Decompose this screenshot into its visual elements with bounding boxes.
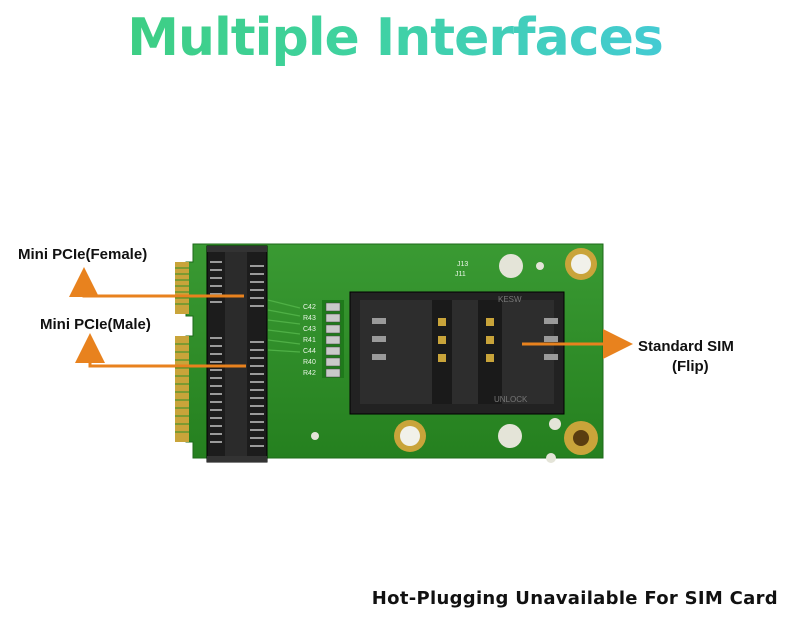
label-mini-pcie-male: Mini PCIe(Male) [40, 316, 151, 333]
ref-designator-j11: J11 [455, 271, 466, 278]
label-mini-pcie-female: Mini PCIe(Female) [18, 246, 148, 263]
footer-note: Hot-Plugging Unavailable For SIM Card [371, 588, 778, 609]
mini-pcie-female-connector [206, 245, 268, 463]
mounting-holes [311, 248, 598, 463]
sim-slot-marking-bottom: UNLOCK [494, 395, 528, 404]
component-label: R41 [303, 337, 316, 344]
sim-card-slot: KESW UNLOCK [349, 291, 565, 415]
component-label: C42 [303, 304, 316, 311]
pcb-traces [267, 299, 301, 353]
label-standard-sim: Standard SIM [638, 338, 734, 355]
component-label: C43 [303, 326, 316, 333]
arrow-to-female-label [69, 267, 244, 298]
page-title: Multiple Interfaces [0, 8, 790, 68]
component-label: R43 [303, 315, 316, 322]
component-label: R40 [303, 359, 316, 366]
ref-designator-j13: J13 [457, 261, 468, 268]
component-label: R42 [303, 370, 316, 377]
label-standard-sim-flip: (Flip) [672, 358, 709, 375]
passive-components [322, 300, 344, 378]
callout-arrows [69, 267, 633, 368]
component-label: C44 [303, 348, 316, 355]
arrow-to-male-label [75, 333, 246, 368]
sim-slot-marking-top: KESW [498, 295, 522, 304]
